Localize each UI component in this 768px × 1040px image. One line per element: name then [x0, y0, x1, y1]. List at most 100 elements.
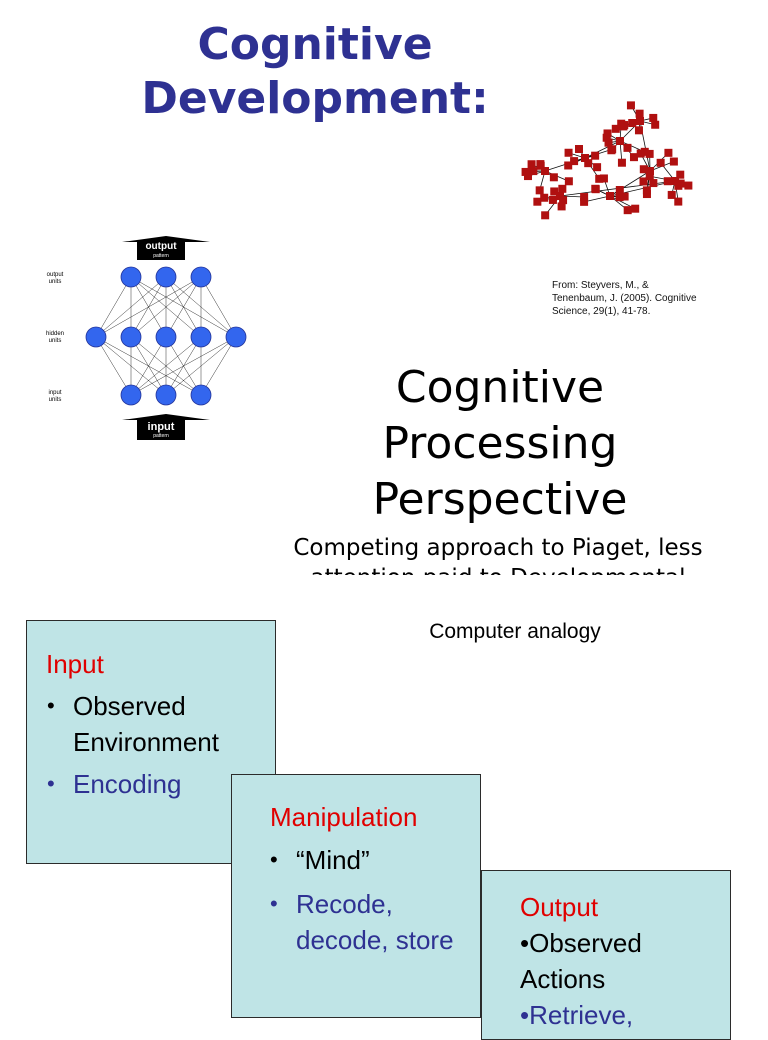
network-connection — [96, 277, 131, 337]
list-item-text: “Mind” — [296, 845, 370, 875]
section-heading-line: Cognitive — [330, 360, 670, 416]
network-unit — [121, 327, 141, 347]
description-clip: Competing approach to Piaget, less atten… — [258, 533, 738, 575]
graph-node — [620, 121, 628, 129]
graph-node — [612, 125, 620, 133]
output-pattern-sublabel: pattern — [153, 253, 169, 259]
network-unit — [191, 385, 211, 405]
manipulation-card-list: • “Mind” • Recode, decode, store — [268, 842, 468, 958]
graph-node — [643, 190, 651, 198]
section-heading-line: Perspective — [330, 472, 670, 528]
graph-node — [636, 117, 644, 125]
graph-node — [631, 205, 639, 213]
hidden-units-label: units — [49, 338, 62, 344]
bullet-icon: • — [47, 688, 55, 724]
graph-node — [549, 196, 557, 204]
graph-node — [627, 101, 635, 109]
citation-line: Tenenbaum, J. (2005). Cognitive — [552, 292, 722, 305]
graph-node — [540, 194, 548, 202]
output-card-body: •Observed Actions •Retrieve, — [520, 925, 720, 1033]
output-line: •Retrieve, — [520, 997, 720, 1033]
hidden-units-label: hidden — [46, 331, 64, 337]
slide-title-line: Development: — [60, 72, 570, 126]
graph-node — [536, 186, 544, 194]
graph-node — [671, 177, 679, 185]
graph-node — [581, 154, 589, 162]
output-line: •Observed — [520, 925, 720, 961]
bullet-icon: • — [47, 766, 55, 802]
graph-node — [618, 159, 626, 167]
graph-node — [570, 157, 578, 165]
output-units-label: units — [49, 279, 62, 285]
graph-node — [541, 167, 549, 175]
graph-node — [624, 206, 632, 214]
network-unit — [191, 267, 211, 287]
graph-node — [664, 177, 672, 185]
manipulation-card: Manipulation • “Mind” • Recode, decode, st… — [231, 774, 481, 1018]
graph-node — [550, 173, 558, 181]
graph-node — [533, 198, 541, 206]
graph-node — [600, 174, 608, 182]
network-connection — [96, 277, 201, 337]
graph-node — [616, 193, 624, 201]
graph-node — [628, 119, 636, 127]
graph-node — [668, 191, 676, 199]
input-pattern-label: input — [148, 421, 175, 433]
network-unit — [226, 327, 246, 347]
list-item: • “Mind” — [268, 842, 468, 878]
network-unit — [156, 267, 176, 287]
section-heading: Cognitive Processing Perspective — [330, 360, 670, 528]
graph-node — [637, 150, 645, 158]
section-heading-line: Processing — [330, 416, 670, 472]
graph-node — [616, 186, 624, 194]
graph-node — [558, 185, 566, 193]
graph-node — [593, 163, 601, 171]
citation-line: From: Steyvers, M., & — [552, 279, 722, 292]
graph-node — [635, 126, 643, 134]
list-item-text: Observed Environment — [73, 691, 219, 757]
bullet-icon: • — [270, 886, 278, 922]
network-unit — [121, 267, 141, 287]
network-unit — [191, 327, 211, 347]
neural-network-diagram: output pattern input pattern output unit… — [40, 232, 255, 447]
computer-analogy-label: Computer analogy — [390, 620, 640, 644]
output-card: Output •Observed Actions •Retrieve, — [481, 870, 731, 1040]
network-unit — [86, 327, 106, 347]
list-item-text: Recode, decode, store — [296, 889, 454, 955]
graph-node — [670, 158, 678, 166]
network-connection — [131, 337, 236, 395]
graph-node — [657, 159, 665, 167]
network-unit — [156, 327, 176, 347]
graph-node — [649, 114, 657, 122]
graph-node — [636, 110, 644, 118]
graph-node — [651, 121, 659, 129]
graph-node — [591, 152, 599, 160]
output-pattern-label: output — [145, 241, 177, 252]
input-units-label: units — [49, 397, 62, 403]
network-graph-image — [500, 86, 710, 246]
graph-node — [565, 177, 573, 185]
slide-title: Cognitive Development: — [60, 18, 570, 126]
network-unit — [156, 385, 176, 405]
section-description: Competing approach to Piaget, less atten… — [258, 533, 738, 575]
input-units-label: input — [48, 390, 61, 396]
slide-title-line: Cognitive — [60, 18, 570, 72]
bullet-icon: • — [270, 842, 278, 878]
graph-node — [616, 137, 624, 145]
output-line: Actions — [520, 961, 720, 997]
graph-node — [536, 160, 544, 168]
graph-node — [649, 179, 657, 187]
manipulation-card-title: Manipulation — [270, 802, 417, 832]
graph-node — [606, 192, 614, 200]
list-item-text: Encoding — [73, 769, 181, 799]
graph-node — [664, 149, 672, 157]
list-item: • Recode, decode, store — [268, 886, 468, 958]
graph-node — [541, 211, 549, 219]
graph-node — [646, 150, 654, 158]
graph-node — [528, 160, 536, 168]
input-pattern-sublabel: pattern — [153, 433, 169, 439]
graph-node — [591, 185, 599, 193]
citation: From: Steyvers, M., & Tenenbaum, J. (200… — [552, 279, 722, 318]
network-unit — [121, 385, 141, 405]
graph-node — [607, 146, 615, 154]
